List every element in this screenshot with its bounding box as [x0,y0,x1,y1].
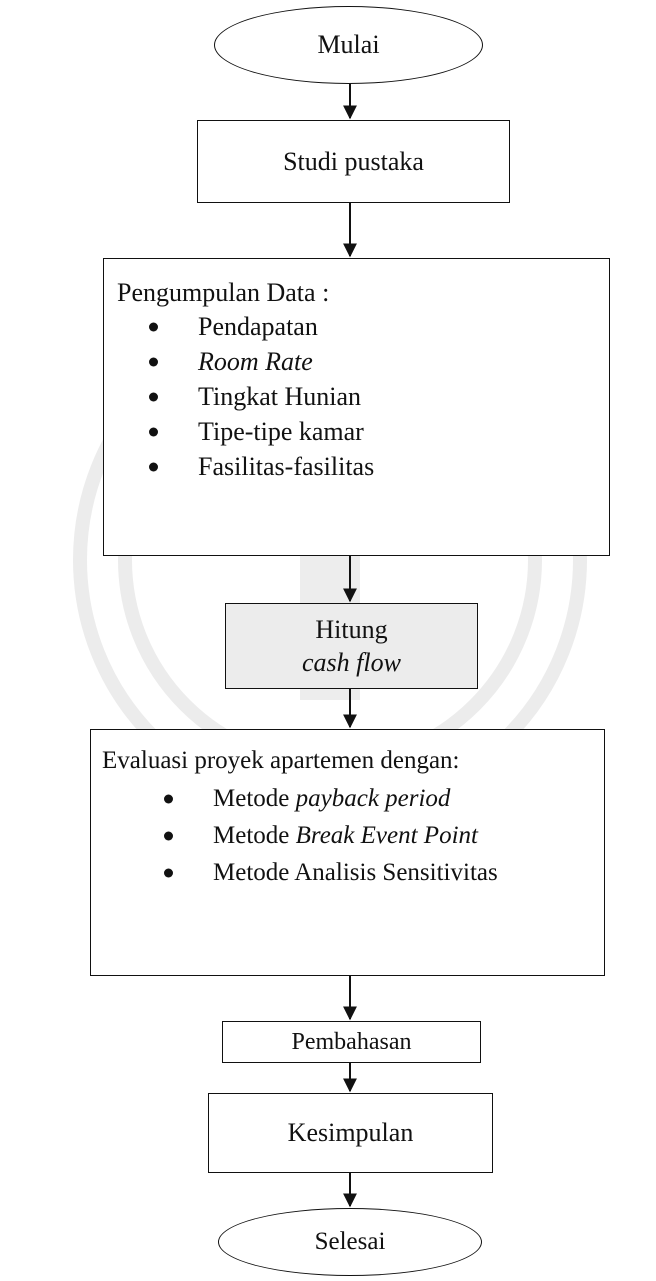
data-collection-list: Pendapatan Room Rate Tingkat Hunian Tipe… [198,309,374,484]
calculate-line1: Hitung [315,615,388,644]
calculate-line2: cash flow [302,648,401,677]
start-label: Mulai [317,30,380,59]
evaluation-list: Metode payback period Metode Break Event… [213,780,498,891]
list-item: Tipe-tipe kamar [198,414,374,449]
conclusion-label: Kesimpulan [287,1118,414,1147]
evaluation-title: Evaluasi proyek apartemen dengan: [102,747,460,774]
evaluation-box: Evaluasi proyek apartemen dengan: Metode… [90,729,605,976]
list-item: Room Rate [198,344,374,379]
data-collection-box: Pengumpulan Data : Pendapatan Room Rate … [103,258,610,556]
list-item: Tingkat Hunian [198,379,374,414]
conclusion-box: Kesimpulan [208,1093,493,1173]
list-item: Metode Break Event Point [213,817,498,854]
start-terminal: Mulai [214,6,483,84]
end-label: Selesai [314,1228,386,1255]
end-terminal: Selesai [218,1208,482,1276]
study-label: Studi pustaka [283,146,424,176]
discussion-label: Pembahasan [291,1028,412,1055]
calculate-box: Hitung cash flow [225,603,478,689]
list-item: Metode payback period [213,780,498,817]
list-item: Fasilitas-fasilitas [198,449,374,484]
data-collection-title: Pengumpulan Data : [117,278,330,307]
list-item: Pendapatan [198,309,374,344]
discussion-box: Pembahasan [222,1021,481,1063]
study-box: Studi pustaka [197,120,510,203]
list-item: Metode Analisis Sensitivitas [213,854,498,891]
